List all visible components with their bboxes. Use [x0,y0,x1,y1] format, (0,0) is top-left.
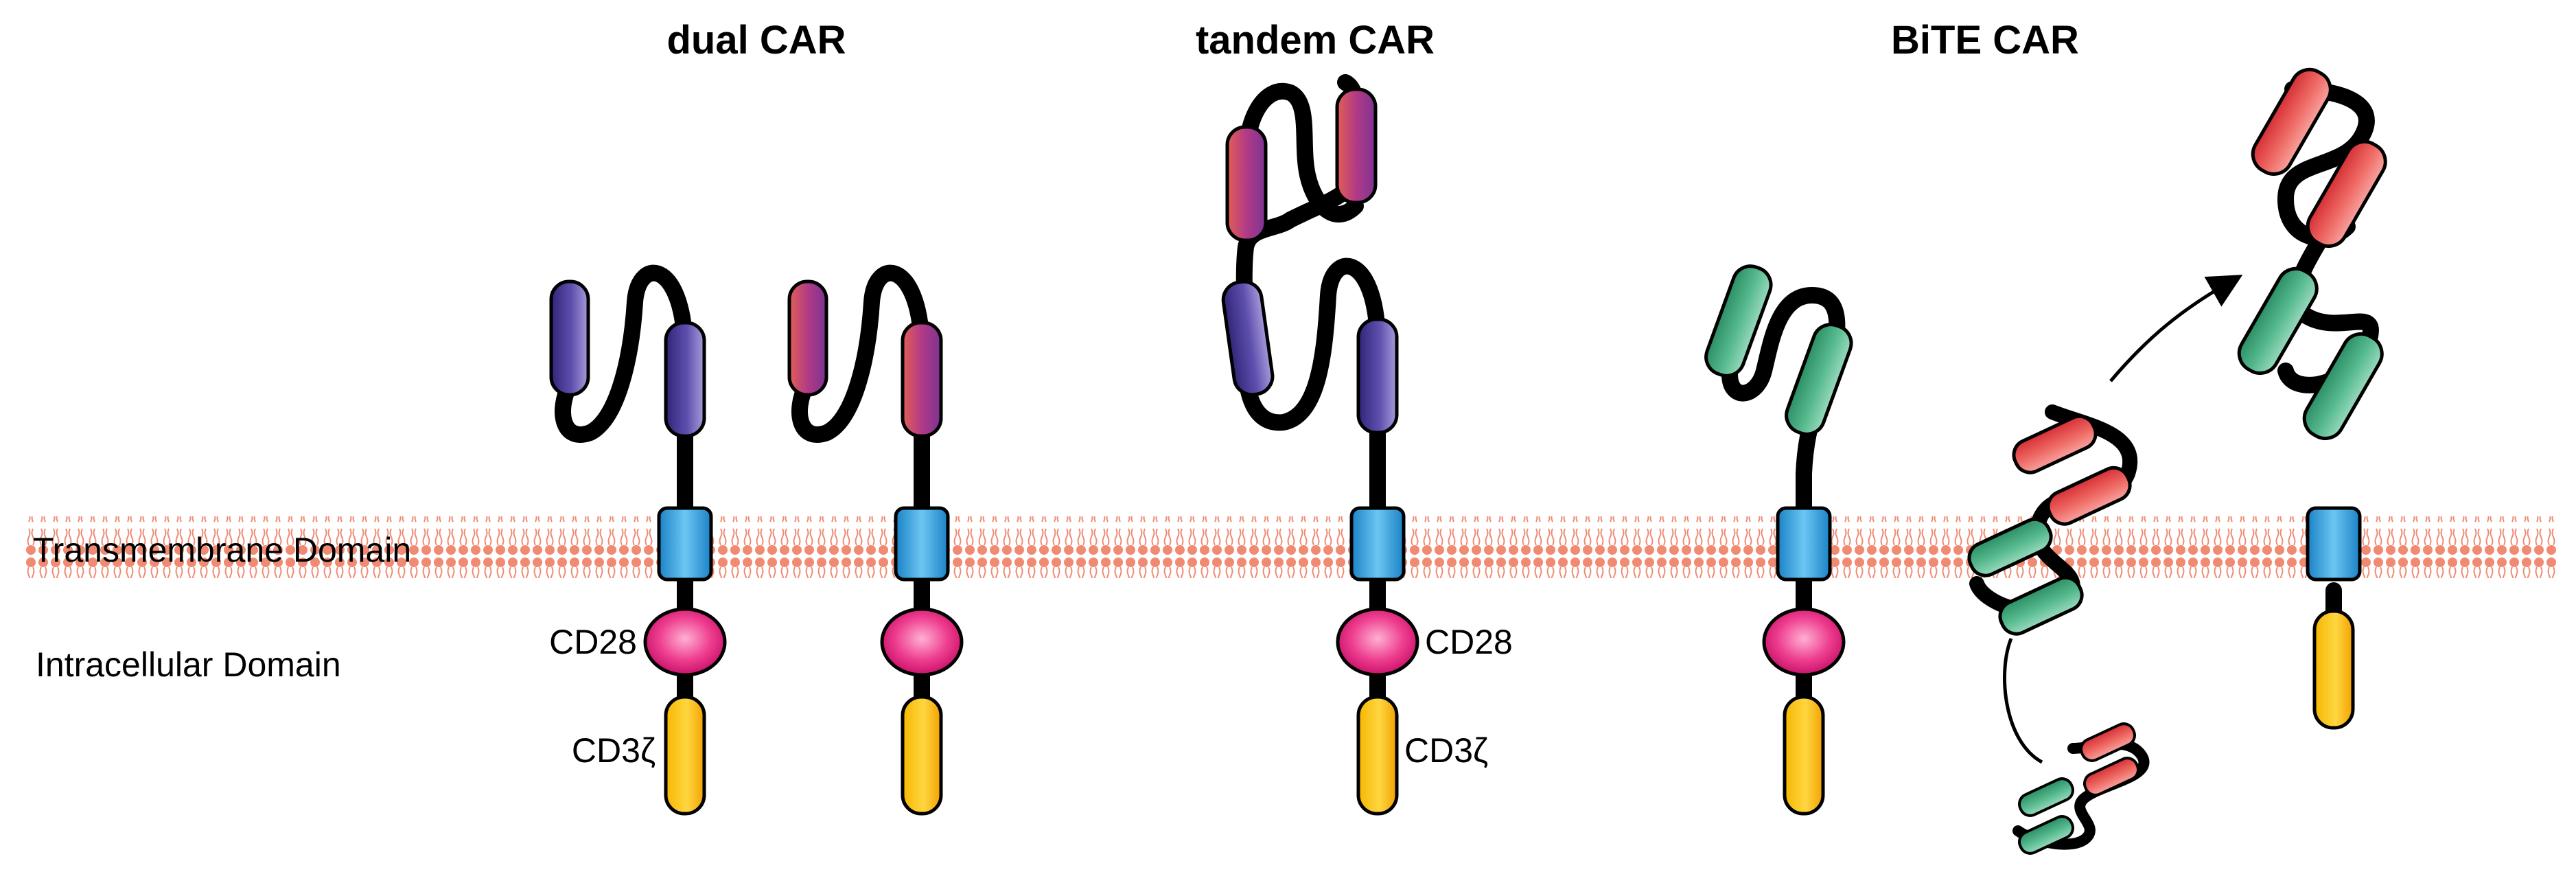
transmembrane-domain-label: Transmembrane Domain [33,531,411,569]
scfv-domain [787,279,828,397]
bite-molecule-secreted [2012,722,2150,855]
scfv-domain [549,279,590,397]
title-dual-car: dual CAR [667,18,846,62]
dual-car-receptor-1 [549,264,727,816]
transmembrane-block [657,506,713,582]
scfv-domain [2302,332,2384,440]
intracellular-domain-label: Intracellular Domain [36,645,341,684]
cd28-label: CD28 [1425,623,1513,661]
scfv-domain [1998,575,2084,636]
cell-membrane [23,516,2556,578]
scfv-domain [2237,266,2319,375]
cd28-label: CD28 [549,623,637,661]
transmembrane-block [2306,506,2362,582]
cd28-domain [1336,607,1419,677]
scfv-domain [1225,125,1268,242]
cd3z-domain [901,695,943,816]
transmembrane-block [1776,506,1832,582]
scfv-domain [1785,323,1853,436]
scfv-domain [2012,414,2098,474]
scfv-domain [1356,317,1399,435]
dual-car-receptor-2 [787,264,964,816]
scfv-domain [1704,264,1773,378]
scfv-domain [2251,67,2332,176]
bite-car-receptor [1704,264,1853,816]
scfv-domain [1335,87,1378,205]
binding-arrow [2109,275,2243,382]
scfv-domain [664,321,706,438]
scfv-domain [2083,757,2139,796]
scfv-domain [1967,517,2053,577]
scfv-domain [2306,139,2387,248]
bite-molecule-crossing [1967,404,2137,636]
title-tandem-car: tandem CAR [1196,18,1435,62]
scfv-domain [2080,722,2136,762]
scfv-domain [901,321,943,438]
cd28-domain [1762,607,1846,677]
cd3z-domain [664,695,706,816]
cd28-domain [880,607,964,677]
transmembrane-block [894,506,950,582]
cd3z-domain [1356,695,1399,816]
cd28-domain [643,607,727,677]
scfv-domain [2018,815,2074,855]
cd3z-domain [2312,609,2355,730]
cd3z-label: CD3ζ [572,731,655,770]
cd3z-label: CD3ζ [1404,731,1488,770]
scfv-domain [1221,279,1275,397]
title-bite-car: BiTE CAR [1891,18,2079,62]
secretion-arrow [2003,638,2043,764]
tandem-car-receptor [1221,74,1419,816]
scfv-domain [2018,777,2074,817]
transmembrane-block [1349,506,1406,582]
bite-bound-receptor [2237,67,2387,730]
scfv-domain [2046,466,2132,526]
cd3z-domain [1783,695,1825,816]
